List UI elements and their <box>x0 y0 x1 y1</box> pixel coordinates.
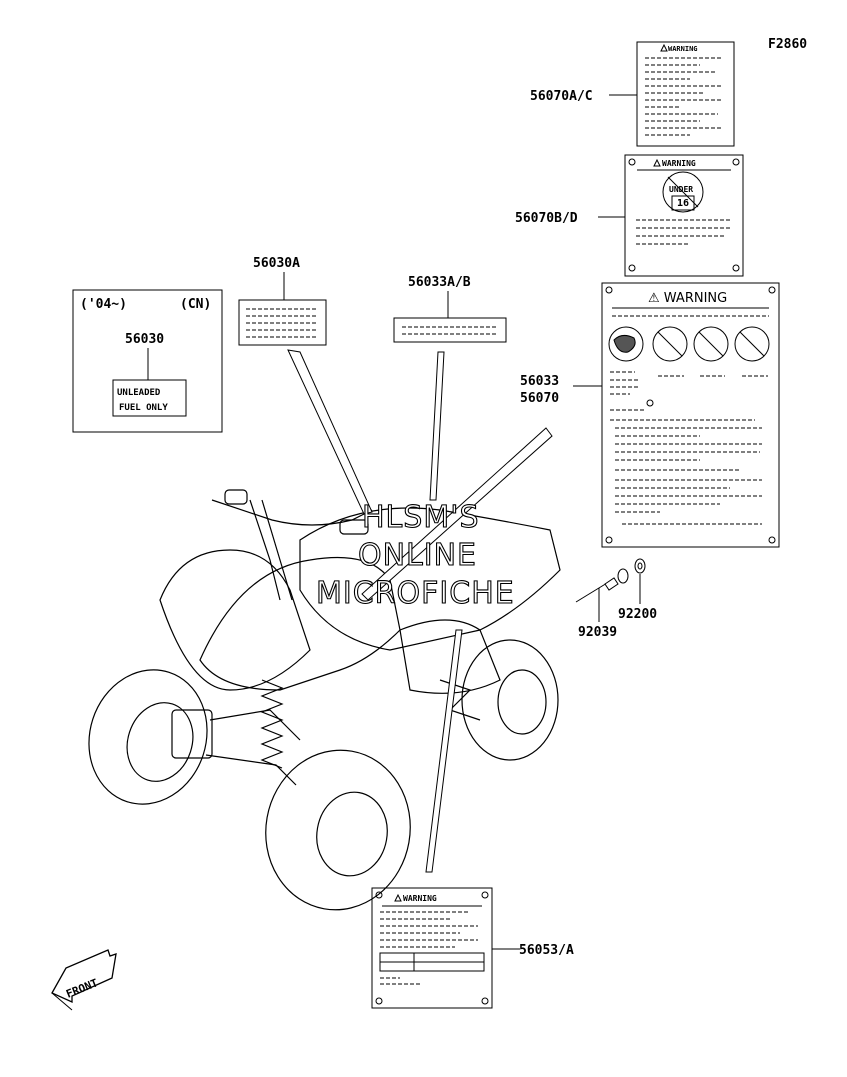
part-label-56030[interactable]: 56030 <box>125 332 164 347</box>
warning-heading: WARNING <box>403 894 437 903</box>
watermark-line2: ONLINE <box>358 538 477 573</box>
part-label-56070bd[interactable]: 56070B/D <box>515 211 578 226</box>
warning-heading: WARNING <box>662 159 696 168</box>
age-label: 16 <box>677 198 689 209</box>
front-arrow: FRONT <box>51 949 117 1011</box>
part-label-56070[interactable]: 56070 <box>520 391 559 406</box>
decal-56053a[interactable]: WARNING <box>371 887 493 1009</box>
no-alcohol-icon <box>652 326 688 362</box>
part-label-56030a[interactable]: 56030A <box>253 256 300 271</box>
figure-code: F2860 <box>768 37 807 52</box>
inset-year: ('04~) <box>80 297 127 312</box>
rivet-92039[interactable] <box>575 568 629 603</box>
pictogram-icons <box>608 326 770 362</box>
leader-56030a <box>287 349 373 515</box>
atv-illustration <box>88 489 561 911</box>
decal-56033ab[interactable] <box>393 317 507 343</box>
fuel-only-text: FUEL ONLY <box>119 403 168 413</box>
decal-56030a[interactable] <box>238 299 327 346</box>
warning-heading-large: ⚠ WARNING <box>648 291 727 306</box>
decal-56033-56070[interactable]: ⚠ WARNING <box>601 282 780 548</box>
warning-heading: WARNING <box>668 45 698 53</box>
unleaded-text: UNLEADED <box>117 388 161 398</box>
washer-92200[interactable] <box>634 558 646 574</box>
part-label-92200[interactable]: 92200 <box>618 607 657 622</box>
part-label-92039[interactable]: 92039 <box>578 625 617 640</box>
decal-56070ac[interactable]: WARNING <box>636 41 735 147</box>
part-label-56053a[interactable]: 56053/A <box>519 943 574 958</box>
decal-56030[interactable] <box>112 379 187 417</box>
no-road-riding-icon <box>693 326 729 362</box>
leader-56053a <box>425 629 463 873</box>
leader-56033ab <box>429 351 445 501</box>
decal-56070bd[interactable]: WARNING UNDER 16 <box>624 154 744 277</box>
watermark-line3: MICROFICHE <box>316 576 515 611</box>
no-paved-surface-icon <box>734 326 770 362</box>
inset-cn-box: ('04~) (CN) 56030 UNLEADED FUEL ONLY <box>72 289 223 433</box>
part-label-56070ac[interactable]: 56070A/C <box>530 89 593 104</box>
inset-region: (CN) <box>180 297 211 312</box>
watermark: HLSM'S ONLINE MICROFICHE <box>315 499 515 611</box>
leader-56033-56070 <box>361 427 553 601</box>
part-label-56033ab[interactable]: 56033A/B <box>408 275 471 290</box>
part-label-56033[interactable]: 56033 <box>520 374 559 389</box>
watermark-line1: HLSM'S <box>362 500 480 535</box>
no-passenger-icon <box>608 326 644 362</box>
